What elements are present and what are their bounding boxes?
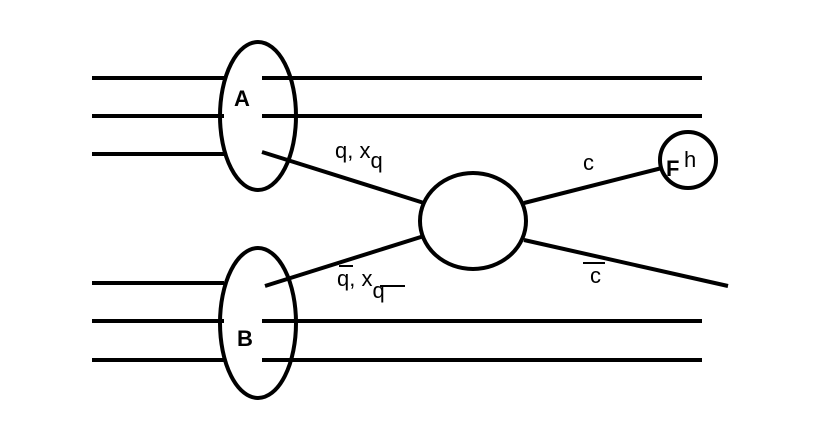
- charm-quark-label: c: [583, 150, 594, 175]
- hadron-a-label: A: [234, 86, 250, 111]
- svg-text:q, xq: q, xq: [337, 266, 385, 303]
- hard-scattering-vertex: [418, 171, 528, 271]
- fragmentation-circle: [658, 130, 718, 190]
- charm-antiquark-symbol: c: [590, 263, 601, 288]
- parton-b-symbol: q: [337, 266, 349, 291]
- parton-a-line: [261, 150, 425, 205]
- parton-b-momentum-sub: q: [372, 278, 384, 303]
- hadron-out-label: h: [684, 147, 696, 172]
- hadron-b-label: B: [237, 326, 253, 351]
- parton-b-line: [264, 234, 425, 288]
- charm-quark-line: [523, 166, 663, 205]
- parton-a-label: q, xq: [335, 138, 383, 173]
- parton-a-symbol: q: [335, 138, 347, 163]
- charm-antiquark-line: [523, 238, 729, 288]
- parton-b-label: q, xq: [337, 265, 405, 303]
- hadron-b-lines: [92, 281, 702, 362]
- hadron-b-ellipse: [218, 246, 298, 400]
- parton-b-momentum-prefix: , x: [349, 266, 372, 291]
- hadron-a-ellipse: [218, 40, 298, 192]
- svg-text:q, xq: q, xq: [335, 138, 383, 173]
- parton-a-momentum-sub: q: [370, 148, 382, 173]
- charm-antiquark-label: c: [583, 262, 605, 288]
- fragmentation-label: F: [666, 156, 679, 181]
- hadron-a-lines: [92, 76, 702, 156]
- parton-a-momentum-prefix: , x: [347, 138, 370, 163]
